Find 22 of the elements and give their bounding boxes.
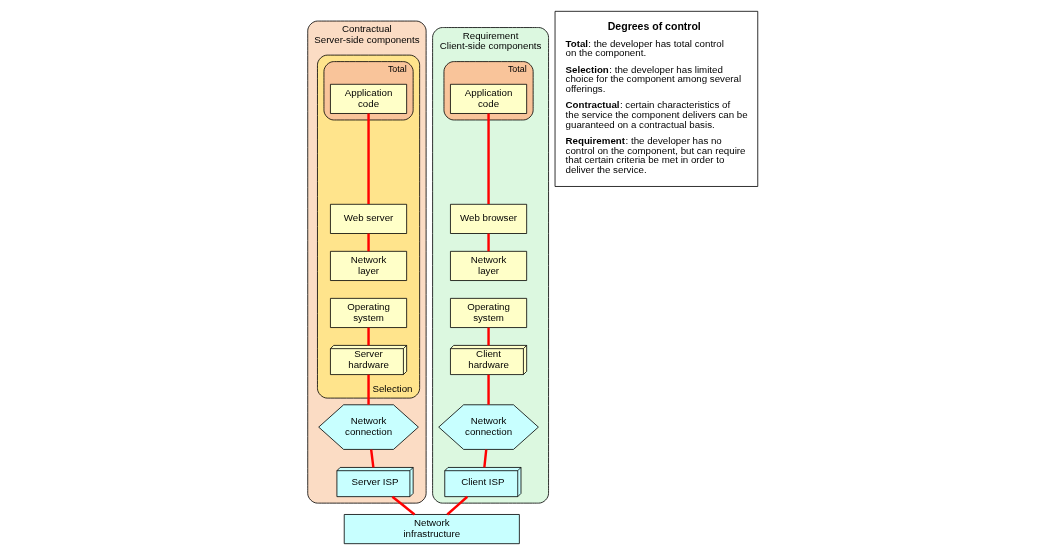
node-box: Web server (330, 203, 408, 234)
node-box: Application code (450, 83, 528, 114)
connector (487, 374, 490, 405)
connector (391, 495, 416, 516)
connector (367, 113, 370, 204)
node-box: Network layer (330, 250, 408, 281)
node-box: Network layer (450, 250, 528, 281)
node-box: Network infrastructure (343, 514, 520, 545)
connector (367, 374, 370, 405)
connector (487, 327, 490, 346)
node-box: Degrees of control Total: the developer has total control on the component. Selection: the developer has limited choice for the component among several offerings. Contractual: certain characteristics of the service the component delivers can be guaranteed on a contractual basis. Requirement: the developer has no control on the component, but can require that certain criteria be met in order to deliver the service. (554, 10, 759, 187)
connector (446, 495, 469, 516)
connector (367, 327, 370, 346)
node-box: Operating system (330, 297, 408, 328)
node-box: Operating system (450, 297, 528, 328)
connector (487, 233, 490, 252)
connector (487, 113, 490, 204)
connector (369, 449, 375, 468)
node-box: Web browser (450, 203, 528, 234)
node-box: Application code (330, 83, 408, 114)
connector (367, 233, 370, 252)
connector (483, 449, 488, 468)
